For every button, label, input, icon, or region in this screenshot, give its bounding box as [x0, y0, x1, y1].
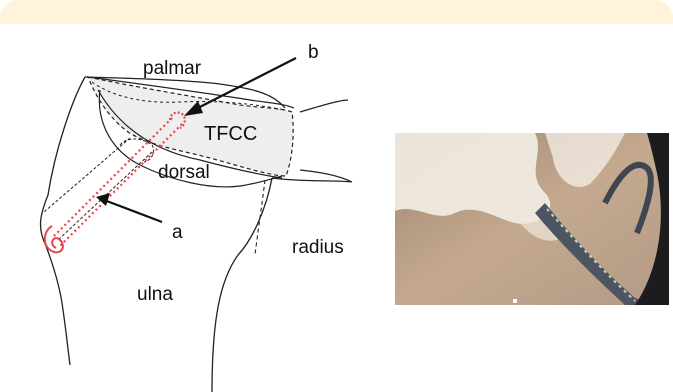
arthroscopic-photo-graphic	[395, 133, 669, 305]
arthroscopic-photo	[395, 133, 669, 305]
label-tfcc: TFCC	[204, 124, 257, 144]
radius-ulna-boundary	[212, 178, 272, 392]
suture-knot	[45, 226, 63, 252]
label-dorsal: dorsal	[158, 163, 210, 182]
suture-strand-2	[60, 124, 182, 246]
photo-marker	[513, 299, 517, 303]
label-b: b	[308, 43, 319, 62]
label-palmar: palmar	[143, 59, 201, 78]
radius-ulna-boundary-2	[255, 180, 265, 255]
label-radius: radius	[292, 238, 344, 257]
label-ulna: ulna	[137, 285, 173, 304]
label-a: a	[172, 223, 183, 242]
arrow-a-head	[96, 193, 110, 206]
bone-tunnel-upper	[44, 138, 130, 212]
arrow-a-shaft	[104, 200, 162, 222]
